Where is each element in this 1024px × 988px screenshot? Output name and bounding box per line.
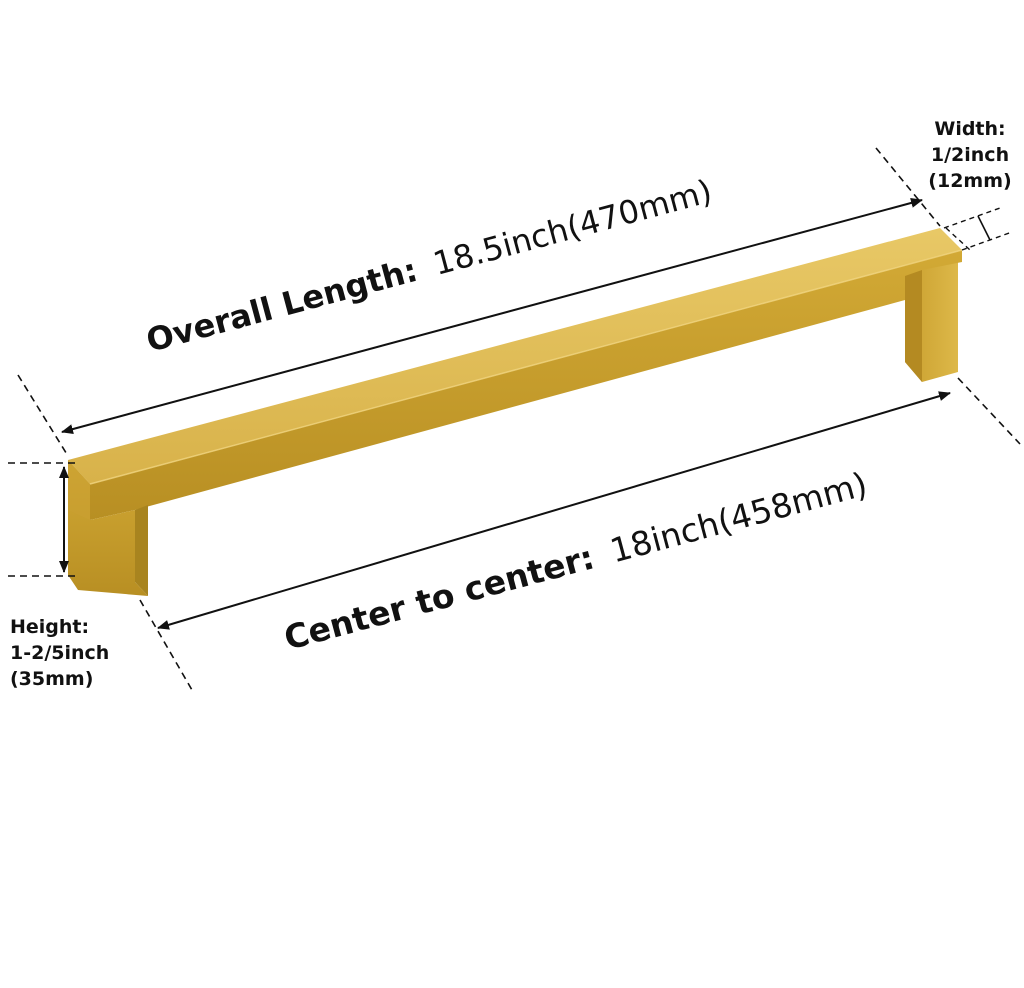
center-to-center-label: Center to center: [280,537,598,657]
handle-left-leg-side [135,505,148,596]
svg-text:Center to center: 18inch: Center to center: 18inch(458mm) [280,464,871,657]
overall-length-label: Overall Length: [142,251,421,360]
width-ext-1 [945,227,971,251]
width-title: Width: [934,118,1006,140]
height-label: Height: 1-2/5inch (35mm) [10,614,109,692]
height-dimension [8,462,78,577]
overall-length-ext-left [17,374,69,457]
center-to-center-value: 18inch(458mm) [606,464,871,570]
height-inch: 1-2/5inch [10,642,110,664]
center-to-center-arrow [157,391,951,630]
width-inch: 1/2inch [930,144,1010,166]
width-dimension [943,207,1013,251]
handle-left-cap [68,460,90,520]
center-ext-right [957,377,1021,445]
handle-right-leg-shade [905,258,922,382]
width-label: Width: 1/2inch (12mm) [918,116,1022,194]
overall-length-ext-right [875,147,941,227]
width-mm: (12mm) [928,170,1012,192]
height-mm: (35mm) [10,668,94,690]
handle-highlight [89,249,963,485]
width-arrow [977,215,991,241]
handle-bar-top [68,228,962,484]
width-ext-3 [943,207,1001,229]
center-ext-left [139,599,193,691]
height-title: Height: [10,616,90,638]
cabinet-pull-handle-icon [68,228,963,596]
